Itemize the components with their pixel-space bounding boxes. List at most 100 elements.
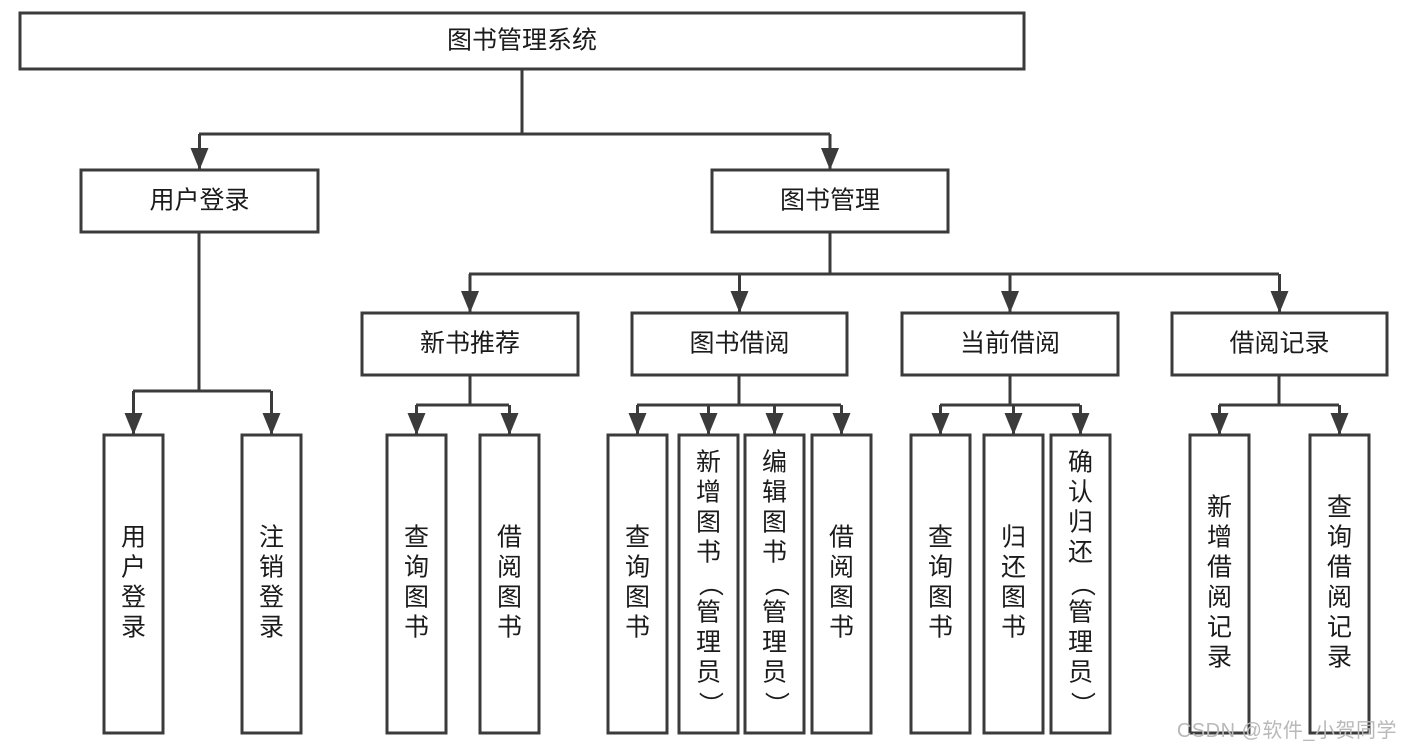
node-box[interactable] — [1188, 433, 1251, 735]
node-label-char: 书 — [404, 614, 429, 642]
node-label-char: 阅 — [829, 554, 854, 582]
node-label-char: 借 — [1207, 554, 1232, 582]
node-label-char: 户 — [121, 554, 146, 582]
node-box[interactable] — [630, 311, 849, 377]
node-label-char: 增 — [696, 479, 721, 507]
node-box[interactable] — [743, 433, 806, 735]
node-label-char: 阅 — [497, 554, 522, 582]
arrow-head-icon — [1001, 291, 1019, 313]
connectors-layer — [124, 69, 1349, 435]
node-new-book-recommend[interactable]: 新书推荐 — [360, 311, 580, 377]
node-label-char: 图 — [625, 584, 650, 612]
node-label-char: 书 — [928, 614, 953, 642]
connector-group — [124, 232, 281, 435]
node-label-char: 新 — [696, 449, 721, 477]
node-box[interactable] — [1049, 433, 1112, 735]
node-user-login[interactable]: 用户登录 — [79, 168, 320, 234]
node-box[interactable] — [810, 433, 873, 735]
node-label-char: 理 — [762, 629, 787, 657]
node-box[interactable] — [677, 433, 740, 735]
node-label-char: 员 — [696, 659, 721, 687]
node-box[interactable] — [900, 311, 1120, 377]
node-label: 当前借阅 — [960, 330, 1060, 358]
node-label-char: 查 — [625, 524, 650, 552]
node-box[interactable] — [18, 11, 1026, 71]
node-book-manage[interactable]: 图书管理 — [710, 168, 950, 234]
node-label-char: 理 — [696, 629, 721, 657]
arrow-head-icon — [699, 413, 718, 435]
connector-group — [1210, 375, 1349, 435]
node-label-char: 注 — [259, 524, 284, 552]
node-box[interactable] — [478, 433, 541, 735]
arrow-head-icon — [1270, 291, 1289, 313]
arrow-head-icon — [730, 291, 749, 313]
node-label: 图书管理系统 — [447, 27, 597, 55]
node-label-char: 询 — [1327, 524, 1352, 552]
node-label-char: 询 — [625, 554, 650, 582]
node-label-char: 录 — [259, 614, 284, 642]
node-box[interactable] — [79, 168, 320, 234]
node-box[interactable] — [909, 433, 972, 735]
node-label-char: 图 — [497, 584, 522, 612]
node-label-char: 理 — [1068, 629, 1093, 657]
arrow-head-icon — [124, 413, 143, 435]
arrow-head-icon — [1210, 413, 1229, 435]
node-box[interactable] — [606, 433, 669, 735]
node-label-char: 管 — [762, 599, 787, 627]
node-borrow-record[interactable]: 借阅记录 — [1170, 311, 1389, 377]
arrow-head-icon — [628, 413, 647, 435]
arrow-head-icon — [832, 413, 851, 435]
node-label-char: 增 — [1207, 524, 1232, 552]
node-label-char: 询 — [404, 554, 429, 582]
node-box[interactable] — [102, 433, 165, 735]
node-label-char: 阅 — [1207, 584, 1232, 612]
arrow-head-icon — [190, 148, 209, 170]
arrow-head-icon — [931, 413, 950, 435]
node-label-char: 员 — [1068, 659, 1093, 687]
node-box[interactable] — [1170, 311, 1389, 377]
node-label-char: 书 — [762, 539, 787, 567]
node-box[interactable] — [385, 433, 448, 735]
connector-group — [931, 375, 1090, 435]
arrow-head-icon — [461, 291, 479, 313]
node-book-borrow[interactable]: 图书借阅 — [630, 311, 849, 377]
arrow-head-icon — [1071, 413, 1090, 435]
node-label-char: 编 — [762, 449, 787, 477]
node-label: 图书管理 — [780, 187, 880, 215]
node-label: 图书借阅 — [689, 330, 789, 358]
node-label-char: 图 — [696, 509, 721, 537]
node-box[interactable] — [240, 433, 303, 735]
node-box[interactable] — [710, 168, 950, 234]
node-current-borrow[interactable]: 当前借阅 — [900, 311, 1120, 377]
connector-group — [407, 375, 519, 435]
node-leaf-user-login[interactable]: 用户登录 — [102, 433, 165, 735]
connector-group — [190, 69, 839, 170]
node-label-char: 归 — [1001, 524, 1026, 552]
node-box[interactable] — [360, 311, 580, 377]
node-box[interactable] — [982, 433, 1045, 735]
node-root[interactable]: 图书管理系统 — [18, 11, 1026, 71]
node-label-char: 录 — [121, 614, 146, 642]
node-box[interactable] — [1308, 433, 1371, 735]
node-label-char: 录 — [1327, 644, 1352, 672]
node-label-char: 登 — [121, 584, 146, 612]
node-label-char: 图 — [829, 584, 854, 612]
node-label-char: 询 — [928, 554, 953, 582]
node-label-char: 书 — [497, 614, 522, 642]
node-label-char: （ — [1068, 571, 1096, 596]
node-label-char: 还 — [1001, 554, 1026, 582]
